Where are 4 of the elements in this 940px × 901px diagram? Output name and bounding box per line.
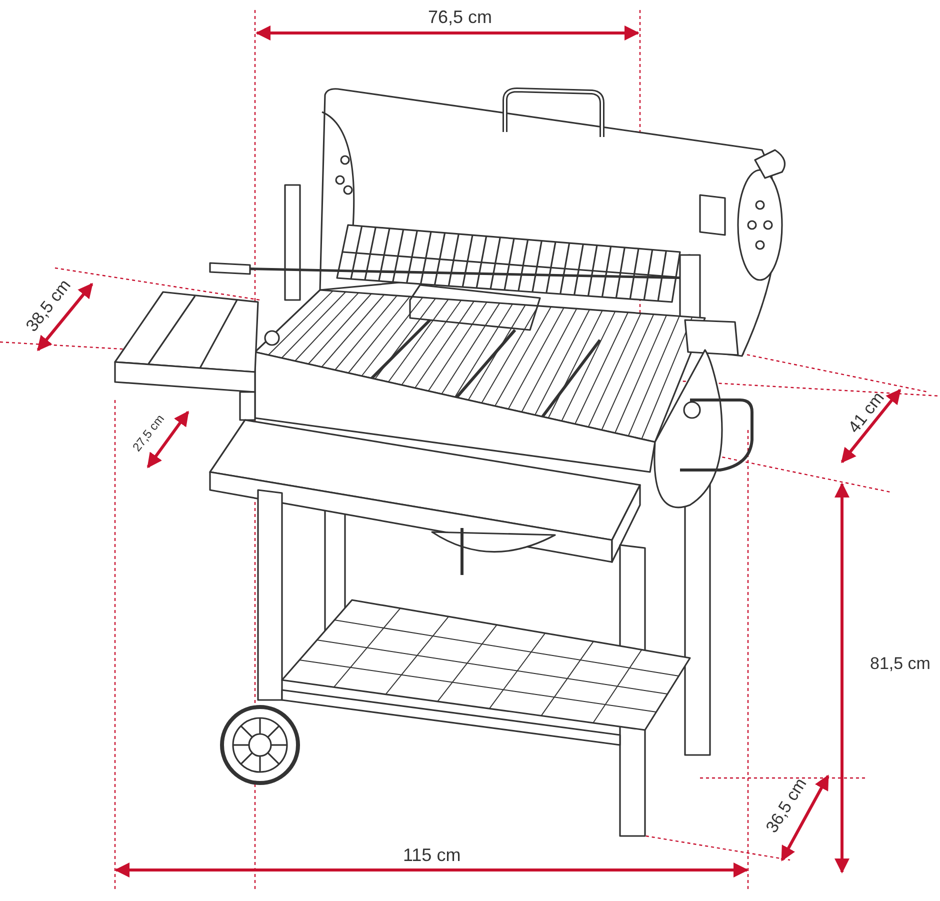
dimension-label: 41 cm	[845, 388, 888, 436]
dimension-label: 81,5 cm	[870, 654, 930, 672]
dimension-label: 76,5 cm	[428, 8, 492, 26]
dimension-label: 115 cm	[403, 846, 461, 864]
